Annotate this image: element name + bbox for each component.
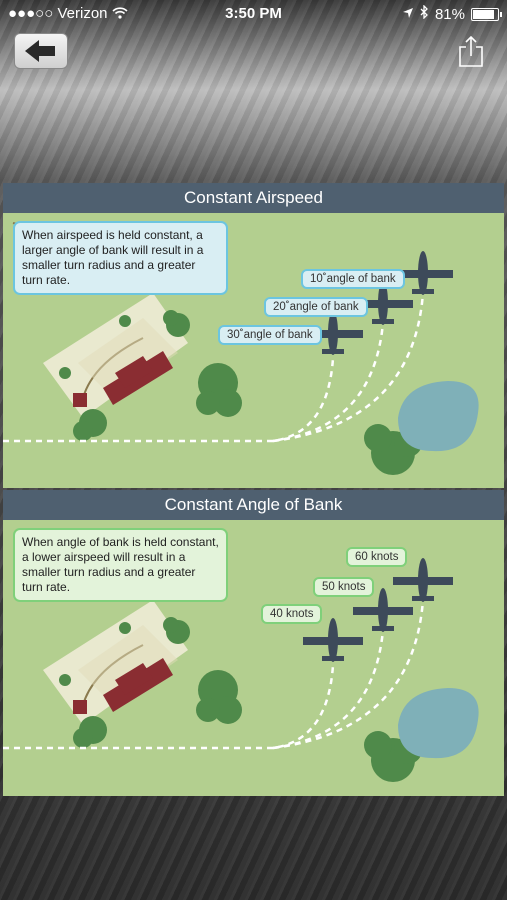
diagram-scene: When angle of bank is held constant, a l… (3, 520, 504, 796)
label-50-knots: 50 knots (313, 577, 375, 597)
label-60-knots: 60 knots (346, 547, 408, 567)
carrier-label: ●●●○○ Verizon (8, 5, 108, 22)
share-button[interactable] (457, 34, 485, 68)
label-20-degree: 20˚angle of bank (264, 297, 368, 317)
explanation-callout: When angle of bank is held constant, a l… (13, 528, 228, 602)
carrier-signal: ●●●○○ Verizon (8, 5, 128, 22)
wifi-icon (112, 5, 128, 22)
diagram-scene: When airspeed is held constant, a larger… (3, 213, 504, 488)
bluetooth-icon (420, 4, 429, 23)
explanation-callout: When airspeed is held constant, a larger… (13, 221, 228, 295)
status-time: 3:50 PM (225, 5, 282, 22)
label-30-degree: 30˚angle of bank (218, 325, 322, 345)
battery-percent: 81% (434, 5, 465, 23)
panel-title: Constant Airspeed (3, 183, 504, 213)
status-right: 81% (402, 4, 502, 23)
diagram-panel-constant-airspeed: Constant Airspeed (3, 183, 504, 488)
back-button[interactable] (14, 33, 68, 69)
battery-fill (473, 9, 495, 19)
battery-icon (471, 7, 502, 21)
angle-of-bank-diagram-graphic (3, 558, 479, 782)
back-arrow-icon (25, 40, 55, 62)
panel-title: Constant Angle of Bank (3, 490, 504, 520)
status-bar: ●●●○○ Verizon 3:50 PM 81% (0, 0, 507, 28)
location-icon (402, 6, 414, 23)
diagram-panel-constant-angle-of-bank: Constant Angle of Bank (3, 490, 504, 796)
airspeed-diagram-graphic (3, 222, 479, 475)
share-icon (459, 35, 483, 67)
label-10-degree: 10˚angle of bank (301, 269, 405, 289)
label-40-knots: 40 knots (261, 604, 323, 624)
